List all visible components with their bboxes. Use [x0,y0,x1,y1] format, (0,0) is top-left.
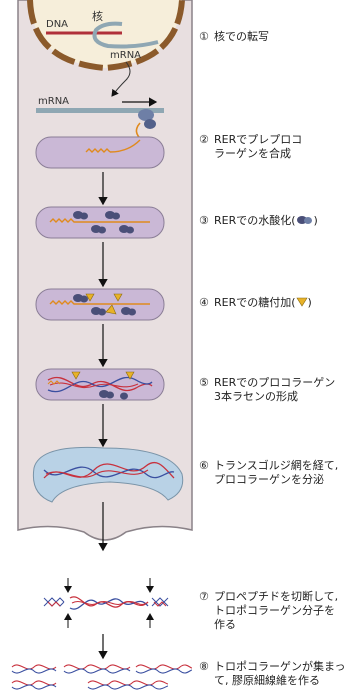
step-text-suffix: ) [308,296,312,309]
sugar-legend-icon [296,297,308,307]
step-text: トランスゴルジ網を経て, [214,459,338,472]
step-text: トロポコラーゲンが集まっ [214,660,346,673]
dna-label: DNA [46,19,68,30]
step-text-line2: て, 膠原細線維を作る [199,674,346,688]
rer-prepro [36,137,164,168]
step-number: ⑥ [199,459,214,473]
rer-glycosylation [36,289,164,320]
step-text-line2: プロコラーゲンを分泌 [199,473,338,487]
step-text: プロペプチドを切断して, [214,590,338,603]
nucleus-label: 核 [92,9,103,23]
step-text-line2: トロポコラーゲン分子を [199,604,338,618]
mrna-nucleus-label: mRNA [110,50,141,61]
step-number: ④ [199,296,214,310]
collagen-fibrils [12,665,192,689]
step-number: ⑧ [199,660,214,674]
step-text: RERでのプロコラーゲン [214,376,335,389]
step-text-line3: 作る [199,618,338,632]
step-text: 核での転写 [214,30,269,43]
step-text-line2: ラーゲンを合成 [199,147,302,161]
mrna-strand-label: mRNA [38,96,69,107]
tropocollagen-molecule [44,578,168,628]
step-number: ③ [199,214,214,228]
step-text: RERでの水酸化( [214,214,296,227]
rer-hydroxylation [36,207,164,238]
step-text: RERでの糖付加( [214,296,296,309]
step-text-suffix: ) [314,214,318,227]
rer-triple-helix [36,369,164,400]
step-text-line2: 3本ラセンの形成 [199,390,335,404]
step-text: RERでプレプロコ [214,133,302,146]
hydroxyl-legend-icon [296,215,314,225]
step-number: ① [199,30,214,44]
step-number: ② [199,133,214,147]
step-number: ⑦ [199,590,214,604]
step-number: ⑤ [199,376,214,390]
